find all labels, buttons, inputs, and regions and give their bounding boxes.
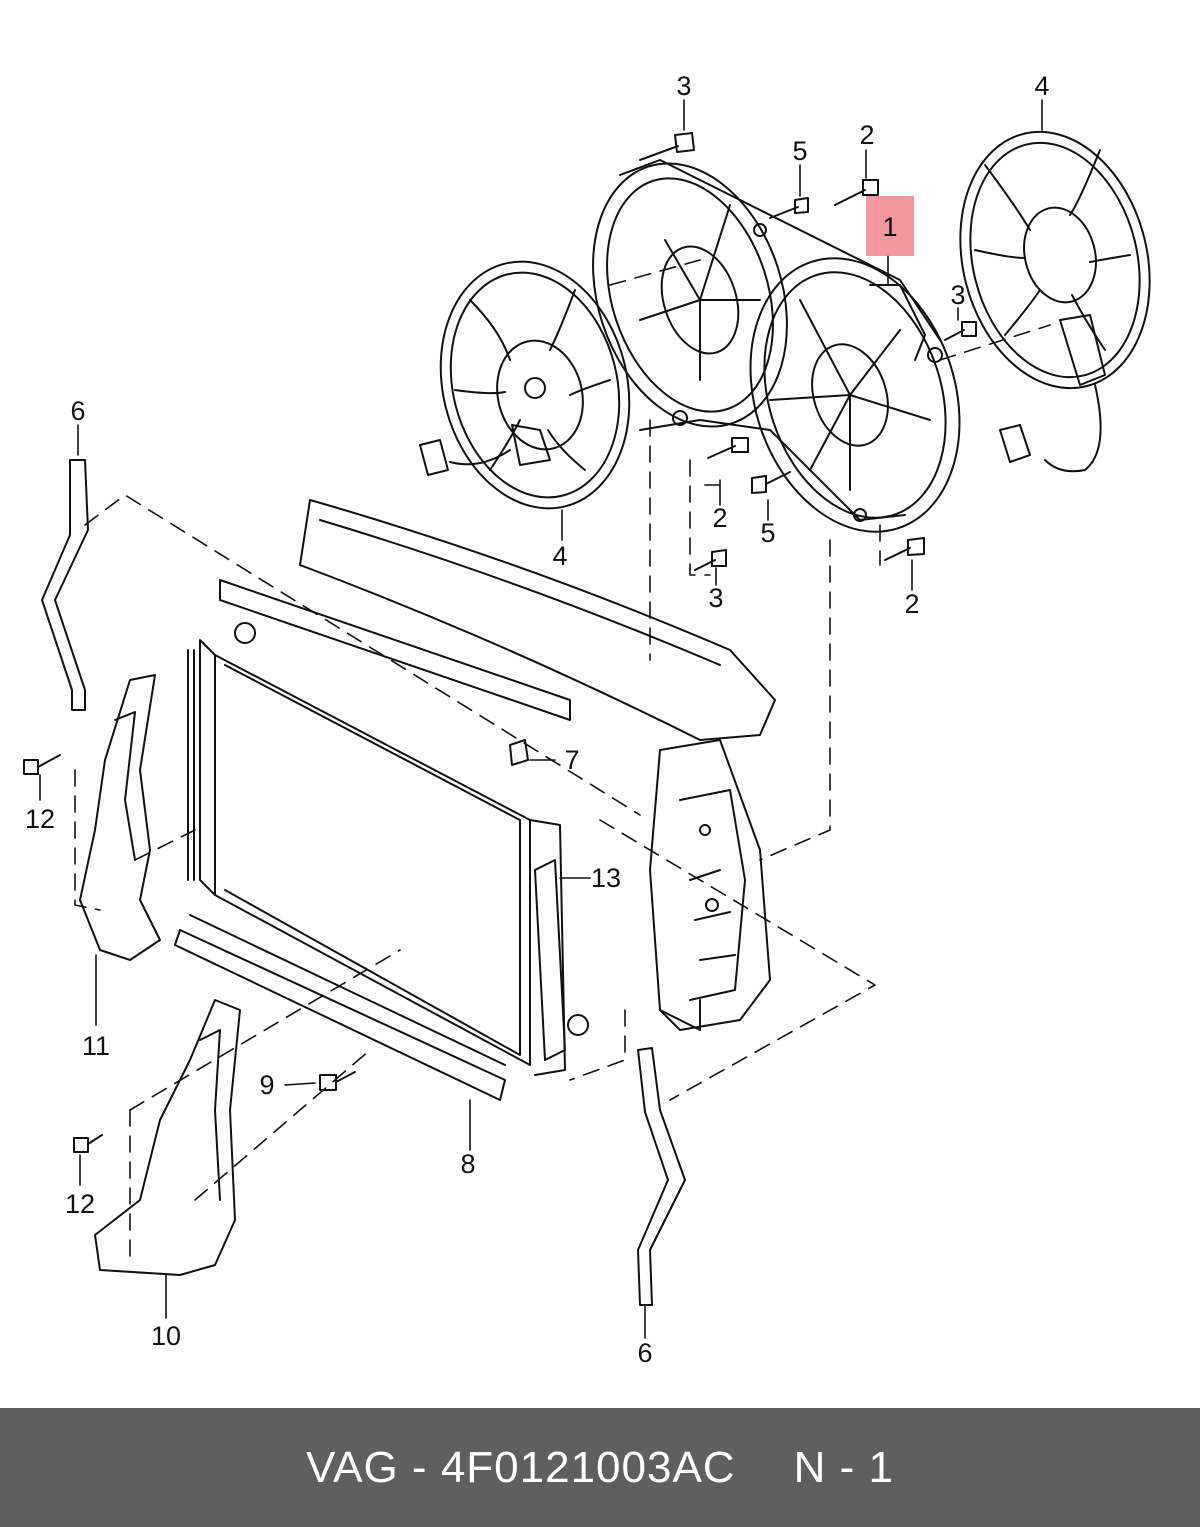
callout-deflector-upper: 11 xyxy=(82,1031,110,1061)
air-deflector-lower xyxy=(94,999,241,1276)
fasteners xyxy=(23,132,977,1153)
callout-seal-bottom: 8 xyxy=(460,1149,475,1179)
position-separator: - xyxy=(826,1443,868,1493)
callout-bolt-low: 2 xyxy=(904,589,919,619)
callout-screw-top: 3 xyxy=(676,71,691,101)
air-deflector-upper xyxy=(79,674,161,961)
callout-labels: 1 2 2 2 3 3 3 4 4 5 5 6 6 7 8 9 10 11 12… xyxy=(25,71,1050,1368)
position-label: N xyxy=(793,1442,827,1492)
front-lock-carrier xyxy=(299,499,776,1031)
separator-glyph: - xyxy=(411,1442,428,1492)
callout-screw-right: 3 xyxy=(950,280,965,310)
callout-fan-right: 4 xyxy=(1034,71,1049,101)
callout-bolt5-top: 5 xyxy=(792,136,807,166)
assembly-lines xyxy=(74,259,1051,1261)
seal-strip-top xyxy=(509,739,529,766)
callout-bolt-top: 2 xyxy=(859,120,874,150)
brand-separator: - xyxy=(399,1443,441,1493)
hose-left xyxy=(41,459,89,711)
brand-label: VAG xyxy=(306,1442,399,1492)
callout-bolt5-mid: 5 xyxy=(760,518,775,548)
fan-left xyxy=(419,260,631,510)
callout-screw12-lower: 12 xyxy=(65,1189,95,1219)
radiator xyxy=(174,579,589,1101)
side-seal xyxy=(534,859,566,1061)
position-sep-glyph: - xyxy=(839,1442,856,1492)
callout-deflector-lower: 10 xyxy=(151,1321,181,1351)
exploded-parts-diagram: 1 2 2 2 3 3 3 4 4 5 5 6 6 7 8 9 10 11 12… xyxy=(23,71,1151,1368)
callout-1-highlight xyxy=(866,196,914,256)
callout-fan-left: 4 xyxy=(552,541,567,571)
callout-fan-shroud: 1 xyxy=(882,212,897,242)
callout-screw9: 9 xyxy=(259,1070,274,1100)
leader-lines xyxy=(39,99,1043,1339)
callout-screw-low: 3 xyxy=(708,583,723,613)
part-number-bar: VAG - 4F0121003AC N - 1 xyxy=(0,1408,1200,1527)
callout-screw12-upper: 12 xyxy=(25,804,55,834)
callout-side-seal: 13 xyxy=(591,863,621,893)
fan-shroud xyxy=(592,159,961,533)
fan-right xyxy=(959,130,1151,473)
position-value: 1 xyxy=(868,1442,894,1492)
callout-hose-left: 6 xyxy=(70,396,85,426)
callout-seal-top: 7 xyxy=(564,745,579,775)
callout-bolt-mid: 2 xyxy=(712,503,727,533)
hose-right xyxy=(637,1047,686,1306)
callout-hose-right: 6 xyxy=(637,1338,652,1368)
part-number: 4F0121003AC xyxy=(440,1442,736,1492)
